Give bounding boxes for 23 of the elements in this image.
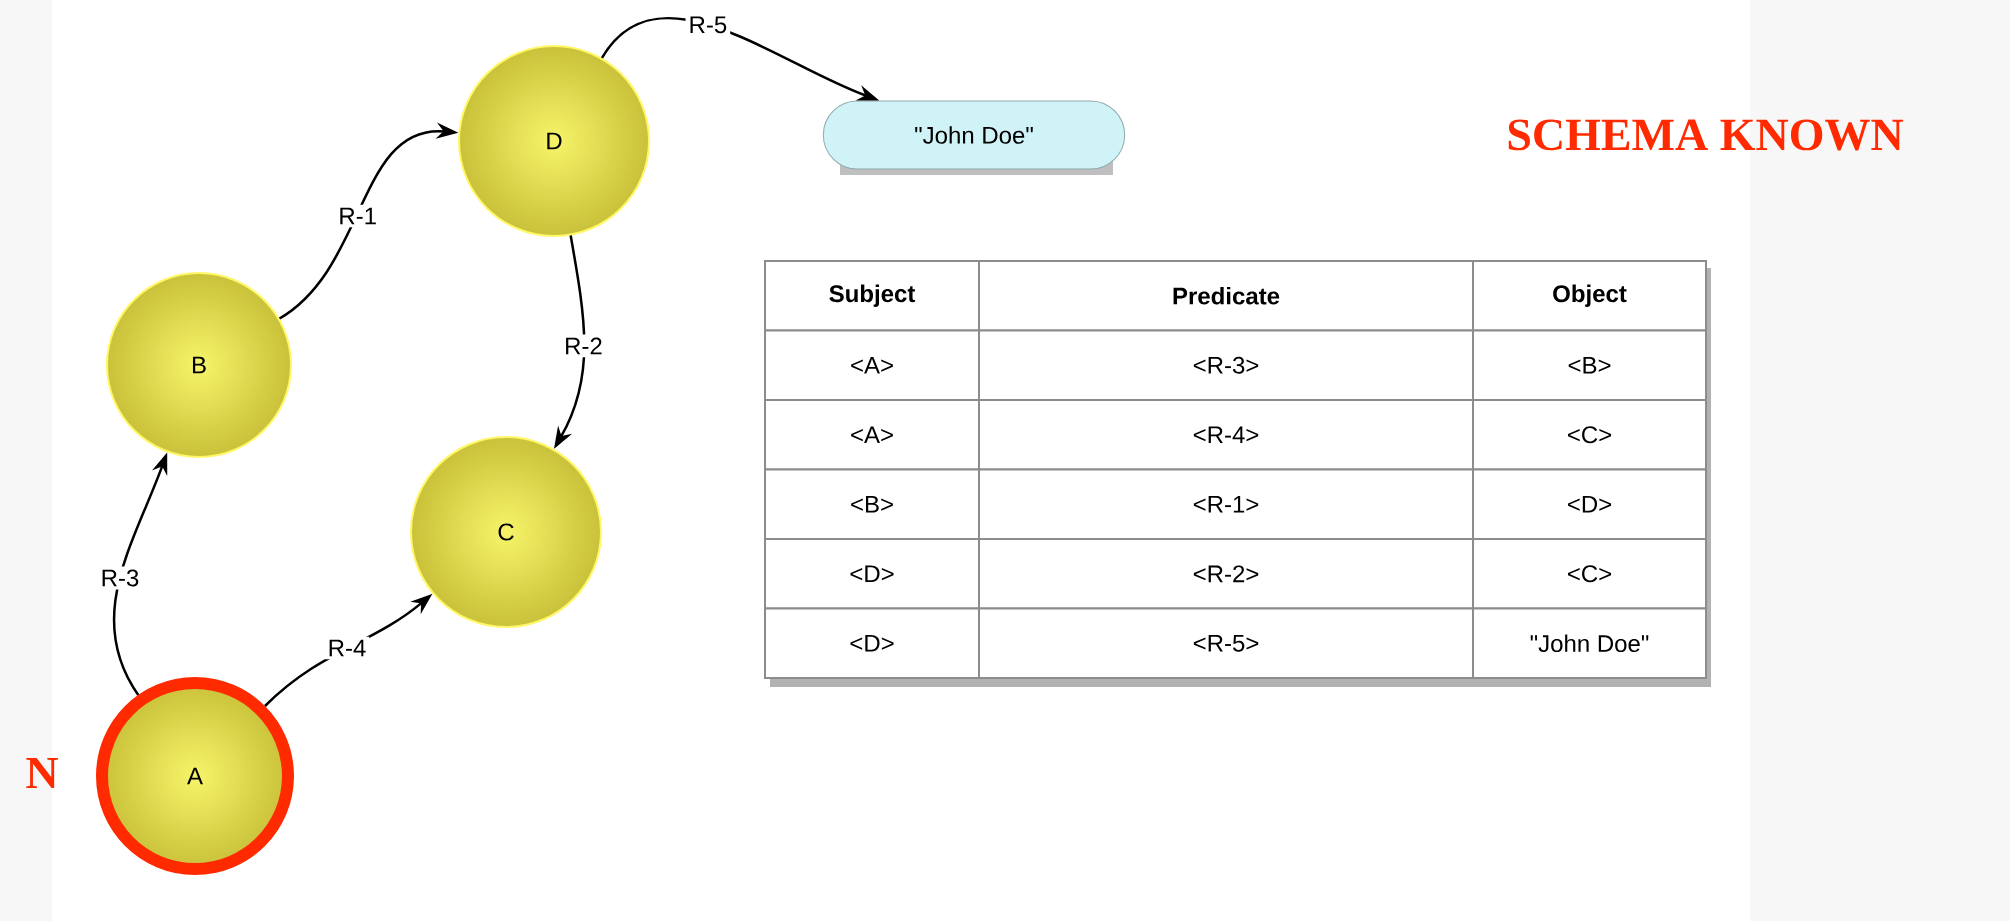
table-cell: Subject [764, 260, 980, 332]
node-caption: N [26, 757, 58, 789]
edge-label: R-5 [685, 13, 731, 37]
table-cell: <B> [764, 468, 980, 540]
table-cell: "John Doe" [1472, 607, 1707, 679]
table-cell: <A> [764, 399, 980, 471]
edge-label: R-3 [97, 566, 143, 590]
table-cell: Object [1472, 260, 1707, 332]
heading: SCHEMA KNOWN [1508, 119, 1904, 151]
circle-node: C [410, 436, 602, 628]
table-cell: <A> [764, 329, 980, 401]
table-cell: <B> [1472, 329, 1707, 401]
table-cell: <D> [1472, 468, 1707, 540]
edge-label: R-1 [335, 204, 380, 228]
table-cell: <C> [1472, 538, 1707, 610]
literal-node: "John Doe" [822, 100, 1126, 170]
circle-node: D [458, 45, 650, 237]
table-cell: <C> [1472, 399, 1707, 471]
edge-label: R-2 [561, 334, 606, 358]
table-cell: <D> [764, 607, 980, 679]
circle-node: A [96, 677, 294, 875]
table-cell: <D> [764, 538, 980, 610]
circle-node: B [106, 272, 292, 458]
